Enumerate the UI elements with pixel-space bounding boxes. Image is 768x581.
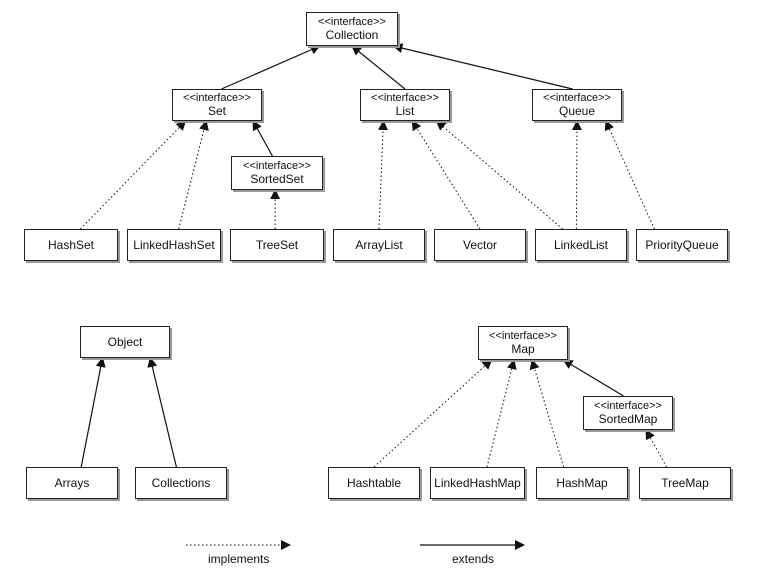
edge-linkedlist-to-list <box>435 120 563 230</box>
edge-linkedhashset-to-set <box>178 120 209 230</box>
stereotype-label: <<interface>> <box>243 160 311 172</box>
stereotype-label: <<interface>> <box>489 330 557 342</box>
node-treeset: TreeSet <box>230 229 324 261</box>
edge-linkedhashmap-to-map <box>486 359 517 468</box>
node-sortedmap: <<interface>> SortedMap <box>583 396 673 430</box>
class-name: HashMap <box>556 475 608 490</box>
stereotype-label: <<interface>> <box>318 16 386 28</box>
node-hashset: HashSet <box>24 229 118 261</box>
stereotype-label: <<interface>> <box>594 400 662 412</box>
node-arrays: Arrays <box>26 467 118 499</box>
node-collections: Collections <box>135 467 227 499</box>
node-set: <<interface>> Set <box>172 89 262 121</box>
node-vector: Vector <box>434 229 526 261</box>
class-name: Queue <box>558 104 596 118</box>
stereotype-label: <<interface>> <box>371 92 439 104</box>
edge-priorityqueue-to-queue <box>604 120 655 230</box>
stereotype-label: <<interface>> <box>543 92 611 104</box>
class-name: List <box>395 104 415 118</box>
class-name: Map <box>511 342 535 356</box>
edge-hashtable-to-map <box>373 359 493 468</box>
class-name: Collections <box>151 475 211 490</box>
node-collection: <<interface>> Collection <box>306 12 398 46</box>
edge-vector-to-list <box>411 120 481 230</box>
class-name: SortedSet <box>250 172 304 186</box>
edge-set-to-collection <box>221 45 321 90</box>
class-name: HashSet <box>47 237 95 252</box>
edge-queue-to-collection <box>392 43 573 90</box>
node-linkedhashmap: LinkedHashMap <box>430 467 525 499</box>
node-queue: <<interface>> Queue <box>532 89 622 121</box>
node-object: Object <box>80 326 170 358</box>
class-name: SortedMap <box>598 412 658 426</box>
edge-arraylist-to-list <box>378 120 389 230</box>
stereotype-label: <<interface>> <box>183 92 251 104</box>
edge-sortedset-to-set <box>252 120 273 157</box>
edge-collections-to-object <box>147 357 177 468</box>
edge-list-to-collection <box>351 45 406 90</box>
legend-extends-label: extends <box>452 552 495 566</box>
edge-linkedlist-to-queue <box>571 120 582 230</box>
node-arraylist: ArrayList <box>333 229 425 261</box>
class-name: Collection <box>325 28 379 42</box>
edge-arrays-to-object <box>80 357 106 468</box>
class-name: LinkedList <box>553 237 609 252</box>
class-name: PriorityQueue <box>645 237 719 252</box>
node-hashmap: HashMap <box>536 467 628 499</box>
class-name: TreeSet <box>255 237 299 252</box>
node-linkedhashset: LinkedHashSet <box>127 229 221 261</box>
class-name: Set <box>207 104 226 118</box>
class-name: Vector <box>462 237 498 252</box>
class-name: Object <box>107 334 143 349</box>
class-name: TreeMap <box>661 475 709 490</box>
node-list: <<interface>> List <box>360 89 450 121</box>
node-treemap: TreeMap <box>639 467 731 499</box>
edge-sortedmap-to-map <box>562 359 624 397</box>
edge-treemap-to-sortedmap <box>645 429 668 468</box>
edge-hashset-to-set <box>80 120 187 230</box>
node-sortedset: <<interface>> SortedSet <box>231 156 323 190</box>
node-map: <<interface>> Map <box>478 326 568 360</box>
class-name: LinkedHashSet <box>133 237 215 252</box>
legend-implements-label: implements <box>208 552 270 566</box>
class-name: ArrayList <box>355 237 403 252</box>
class-name: Hashtable <box>346 475 402 490</box>
class-name: Arrays <box>54 475 90 490</box>
edge-hashmap-to-map <box>529 359 565 468</box>
node-hashtable: Hashtable <box>328 467 420 499</box>
node-linkedlist: LinkedList <box>535 229 627 261</box>
class-name: LinkedHashMap <box>434 475 521 490</box>
node-priorityqueue: PriorityQueue <box>636 229 728 261</box>
